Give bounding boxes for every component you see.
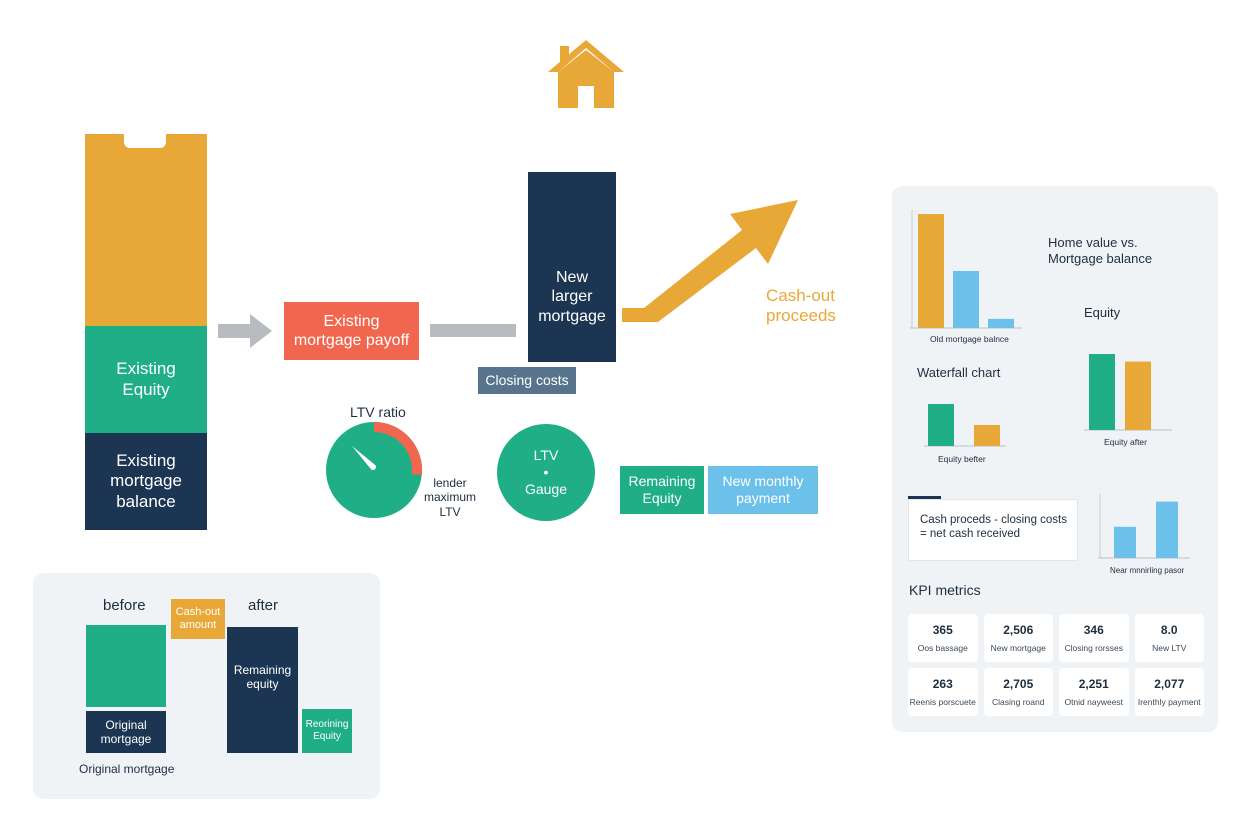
chart-bar (953, 271, 979, 328)
equity-chart (1084, 354, 1172, 431)
ltv-ratio-gauge (326, 421, 423, 518)
home-vs-balance-chart (910, 210, 1022, 329)
kpi-label: Clasing roand (992, 697, 1045, 707)
kpi-label: Irenthly payment (1137, 697, 1201, 707)
before-label: before (103, 597, 146, 614)
house-icon (548, 40, 624, 108)
kpi-value: 263 (932, 677, 953, 691)
old-balance-label: Old mortgage balnce (930, 334, 1009, 344)
home-vs-balance-title: Home value vs. Mortgage balance (1048, 235, 1153, 266)
right-arrow-icon (218, 314, 272, 348)
kpi-title: KPI metrics (909, 582, 981, 598)
existing-equity-block: Existing Equity (85, 326, 207, 433)
remaining-equity-small-box: Reorining Equity (302, 709, 352, 753)
chart-bar (988, 318, 1014, 328)
monthly-payment-chart (1098, 494, 1190, 559)
kpi-label: Reenis porscuete (909, 697, 976, 707)
lender-max-label: lender maximum LTV (423, 476, 476, 519)
kpi-value: 2,506 (1003, 623, 1034, 637)
chart-bar (928, 404, 954, 446)
formula-box (908, 499, 1078, 561)
formula-accent-line (908, 496, 941, 499)
chart-bar (1156, 501, 1178, 558)
connector-line (430, 324, 516, 337)
equity-after-label: Equity after (1104, 437, 1147, 447)
mortgage-payoff-box: Existing mortgage payoff (284, 302, 419, 360)
kpi-label: New mortgage (990, 643, 1046, 653)
new-payment-box: New monthly payment (708, 466, 818, 514)
kpi-label: Closing rorsses (1064, 643, 1124, 653)
after-label: after (248, 597, 279, 614)
chart-bar (918, 214, 944, 328)
kpi-value: 2,251 (1078, 677, 1109, 691)
ltv-ratio-title: LTV ratio (350, 404, 406, 420)
waterfall-title: Waterfall chart (917, 365, 1001, 380)
waterfall-chart (924, 404, 1006, 447)
kpi-value: 346 (1083, 623, 1104, 637)
cash-formula-text: Cash proceds - closing costs = net cash … (920, 514, 1068, 540)
kpi-label: New LTV (1152, 643, 1187, 653)
kpi-value: 2,077 (1154, 677, 1185, 691)
payment-caption: Near mnnirling pasor (1110, 566, 1185, 575)
kpi-label: Oos bassage (917, 643, 968, 653)
kpi-value: 8.0 (1160, 623, 1178, 637)
kpi-value: 365 (932, 623, 953, 637)
kpi-label: Otnid nayweest (1064, 697, 1124, 707)
existing-balance-block: Existing mortgage balance (85, 433, 207, 530)
remaining-equity-after-block: Remaining equity (227, 627, 298, 753)
new-mortgage-block: New larger mortgage (528, 172, 616, 362)
cashout-amount-box: Cash-out amount (171, 599, 225, 639)
chart-bar (1114, 526, 1136, 558)
gauge-needle-icon (352, 446, 376, 470)
chart-bar (1089, 354, 1115, 430)
chart-bar (1125, 361, 1151, 430)
closing-costs-box: Closing costs (478, 367, 576, 394)
remaining-equity-box: Remaining Equity (620, 466, 704, 514)
before-after-caption: Original mortgage (79, 762, 175, 776)
up-right-arrow-icon (622, 200, 798, 322)
before-equity-block (86, 625, 166, 707)
home-value-bar (85, 134, 207, 326)
original-mortgage-box: Original mortgage (86, 711, 166, 753)
kpi-value: 2,705 (1003, 677, 1034, 691)
bar-notch (124, 134, 166, 148)
chart-bar (974, 425, 1000, 446)
equity-title: Equity (1084, 305, 1121, 320)
cashout-proceeds-label: Cash-out proceeds (766, 286, 836, 326)
gauge-red-arc (373, 421, 423, 476)
ltv-gauge-circle: LTV • Gauge (497, 424, 595, 521)
equity-before-label: Equity befter (938, 454, 986, 464)
